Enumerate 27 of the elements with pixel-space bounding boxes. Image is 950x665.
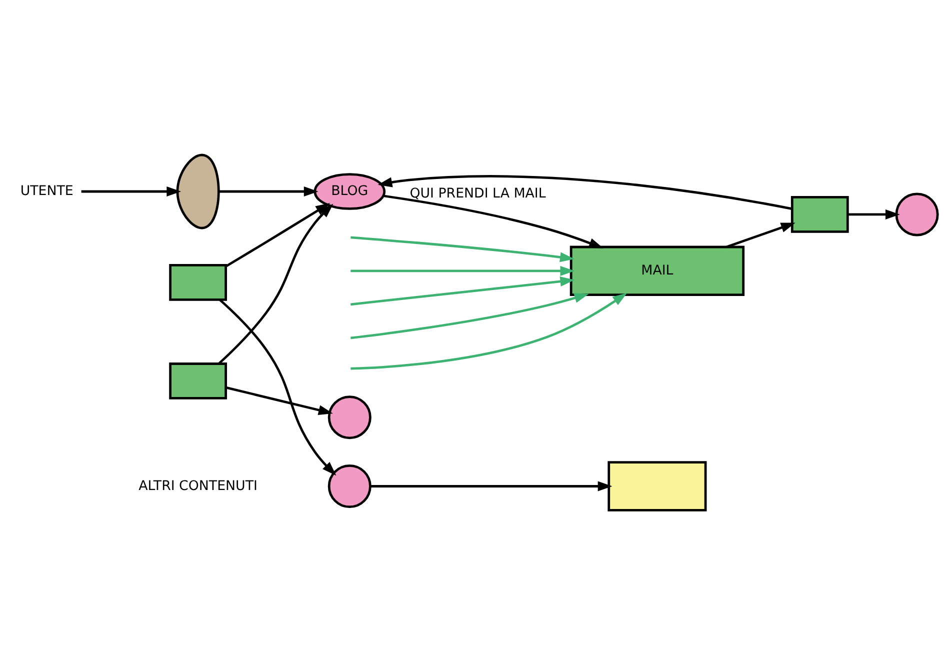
node-text: UTENTE: [20, 184, 74, 200]
arrow: [383, 194, 604, 248]
arrow: [218, 186, 318, 197]
arrow: [350, 293, 589, 340]
node-box: MAIL: [570, 246, 745, 296]
node-circle: [895, 192, 939, 236]
arrow: [848, 209, 900, 220]
node-circle: [328, 396, 372, 440]
node-circle: [328, 464, 372, 508]
arrow: [219, 299, 336, 476]
arrow: [378, 175, 792, 210]
arrow: [81, 186, 182, 197]
node-envelope: [790, 196, 849, 233]
arrow: [350, 276, 575, 306]
node-envelope: [169, 264, 227, 301]
arrow: [350, 266, 575, 276]
arrow: [350, 292, 628, 370]
node-person: [176, 154, 220, 230]
node-box: [608, 461, 707, 512]
label: ALTRI CONTENUTI: [138, 478, 258, 494]
node-ellipse: BLOG: [314, 173, 386, 210]
arrow: [370, 481, 612, 492]
edge-label: QUI PRENDI LA MAIL: [410, 186, 546, 202]
arrow: [726, 222, 796, 248]
node-envelope: [169, 362, 227, 400]
arrow: [226, 386, 333, 415]
arrow: [350, 236, 574, 262]
